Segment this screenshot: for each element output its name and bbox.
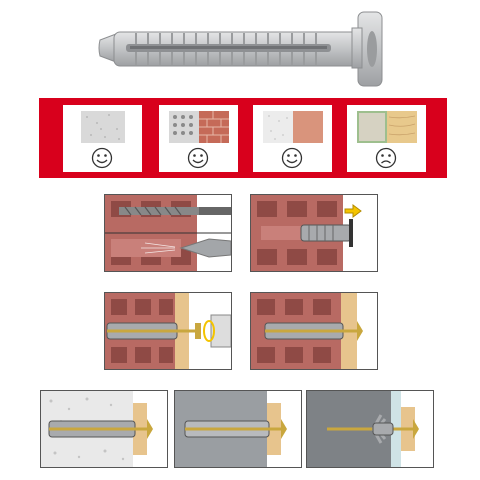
step-insert-plug: [250, 194, 378, 272]
material-tile-hollow-brick: [159, 105, 238, 172]
plasterboard-panel-icon: [357, 111, 417, 143]
suitability-banner: [39, 98, 447, 178]
material-tile-plasterboard-wood: [347, 105, 426, 172]
step-screw-in: [104, 292, 232, 370]
material-tile-concrete: [63, 105, 142, 172]
fixed-plug-icon: [251, 293, 363, 369]
concrete-block-icon: [81, 111, 125, 143]
application-solid-concrete: [174, 390, 302, 468]
application-aerated-concrete: [40, 390, 168, 468]
cavity-wall-fixing-icon: [307, 391, 419, 467]
smiley-happy-icon: [187, 147, 209, 169]
smiley-happy-icon: [91, 147, 113, 169]
material-tile-aerated-concrete: [253, 105, 332, 172]
solid-concrete-fixing-icon: [175, 391, 287, 467]
insert-plug-icon: [251, 195, 362, 271]
perforated-brick-icon: [169, 111, 229, 143]
step-drill-blow-out: [104, 194, 232, 272]
application-cavity-wall: [306, 390, 434, 468]
wall-plug-anchor-icon: [98, 11, 383, 87]
aerated-block-icon: [263, 111, 323, 143]
step-fixed-plug: [250, 292, 378, 370]
smiley-happy-icon: [281, 147, 303, 169]
screw-in-icon: [105, 293, 231, 369]
drill-and-blow-out-icon: [105, 195, 231, 271]
smiley-sad-icon: [375, 147, 397, 169]
aerated-concrete-fixing-icon: [41, 391, 153, 467]
